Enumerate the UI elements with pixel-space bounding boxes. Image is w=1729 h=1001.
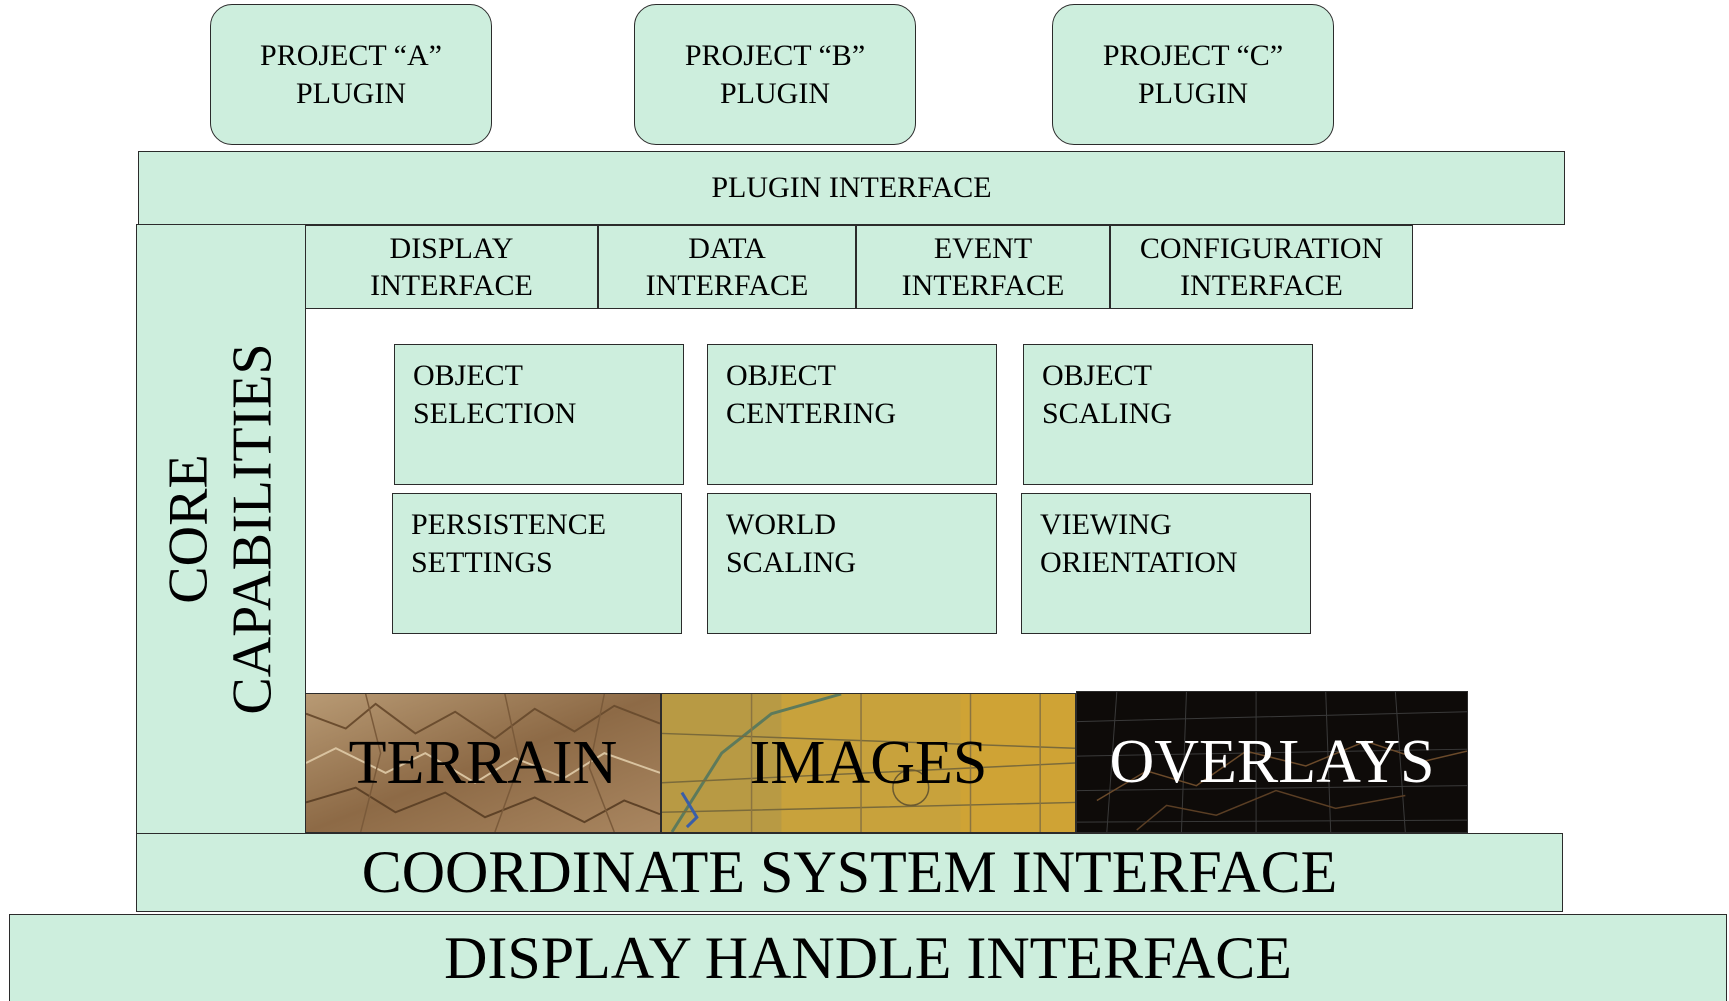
display-handle-interface-label: DISPLAY HANDLE INTERFACE — [444, 924, 1292, 991]
plugin-line2: PLUGIN — [296, 76, 406, 110]
cap-line2: ORIENTATION — [1040, 545, 1238, 579]
plugin-line1: PROJECT “A” — [260, 39, 442, 72]
iface-line1: EVENT — [933, 231, 1033, 265]
overlays-label: OVERLAYS — [1109, 727, 1435, 796]
overlays-texture — [1077, 692, 1467, 832]
core-line1: CORE — [157, 454, 220, 604]
persistence-settings-box: PERSISTENCE SETTINGS — [392, 493, 682, 634]
cap-line1: OBJECT — [413, 359, 524, 392]
object-selection-box: OBJECT SELECTION — [394, 344, 684, 485]
iface-line1: DISPLAY — [389, 231, 514, 265]
core-line2: CAPABILITIES — [222, 343, 284, 715]
iface-line2: INTERFACE — [370, 269, 533, 302]
plugin-line2: PLUGIN — [1138, 76, 1248, 110]
project-a-plugin: PROJECT “A” PLUGIN — [210, 4, 492, 145]
iface-line1: DATA — [688, 231, 766, 265]
event-interface-box: EVENT INTERFACE — [856, 225, 1110, 309]
object-scaling-box: OBJECT SCALING — [1023, 344, 1313, 485]
plugin-interface-label: PLUGIN INTERFACE — [711, 171, 992, 205]
world-scaling-box: WORLD SCALING — [707, 493, 997, 634]
cap-line1: OBJECT — [726, 359, 837, 392]
cap-line2: CENTERING — [726, 396, 896, 430]
data-interface-box: DATA INTERFACE — [598, 225, 856, 309]
object-centering-box: OBJECT CENTERING — [707, 344, 997, 485]
coordinate-system-interface-bar: COORDINATE SYSTEM INTERFACE — [136, 833, 1563, 912]
project-b-plugin: PROJECT “B” PLUGIN — [634, 4, 916, 145]
cap-line2: SCALING — [1042, 396, 1173, 430]
cap-line1: VIEWING — [1040, 508, 1172, 541]
iface-line2: INTERFACE — [1180, 269, 1343, 302]
core-capabilities-label: CORE CAPABILITIES — [157, 343, 286, 714]
terrain-label: TERRAIN — [348, 728, 618, 797]
display-handle-interface-bar: DISPLAY HANDLE INTERFACE — [9, 914, 1727, 1001]
coordinate-system-interface-label: COORDINATE SYSTEM INTERFACE — [361, 839, 1338, 905]
iface-line2: INTERFACE — [901, 269, 1065, 302]
cap-line1: OBJECT — [1042, 359, 1153, 392]
cap-line2: SELECTION — [413, 396, 577, 430]
cap-line2: SETTINGS — [411, 545, 553, 579]
viewing-orientation-box: VIEWING ORIENTATION — [1021, 493, 1311, 634]
iface-line1: CONFIGURATION — [1139, 231, 1384, 265]
cap-line1: PERSISTENCE — [411, 508, 607, 541]
core-capabilities-bar: CORE CAPABILITIES — [136, 224, 306, 834]
cap-line2: SCALING — [726, 545, 857, 579]
configuration-interface-box: CONFIGURATION INTERFACE — [1110, 225, 1413, 309]
project-c-plugin: PROJECT “C” PLUGIN — [1052, 4, 1334, 145]
plugin-line2: PLUGIN — [720, 76, 830, 110]
iface-line2: INTERFACE — [645, 269, 809, 302]
images-label: IMAGES — [749, 728, 988, 797]
terrain-tile: TERRAIN — [305, 693, 661, 833]
plugin-interface-bar: PLUGIN INTERFACE — [138, 151, 1565, 225]
cap-line1: WORLD — [726, 508, 836, 541]
plugin-line1: PROJECT “C” — [1102, 39, 1284, 72]
images-tile: IMAGES — [661, 693, 1076, 833]
display-interface-box: DISPLAY INTERFACE — [305, 225, 598, 309]
images-texture — [662, 694, 1075, 832]
overlays-tile: OVERLAYS — [1076, 691, 1468, 833]
plugin-line1: PROJECT “B” — [684, 39, 866, 72]
terrain-texture — [306, 694, 660, 832]
